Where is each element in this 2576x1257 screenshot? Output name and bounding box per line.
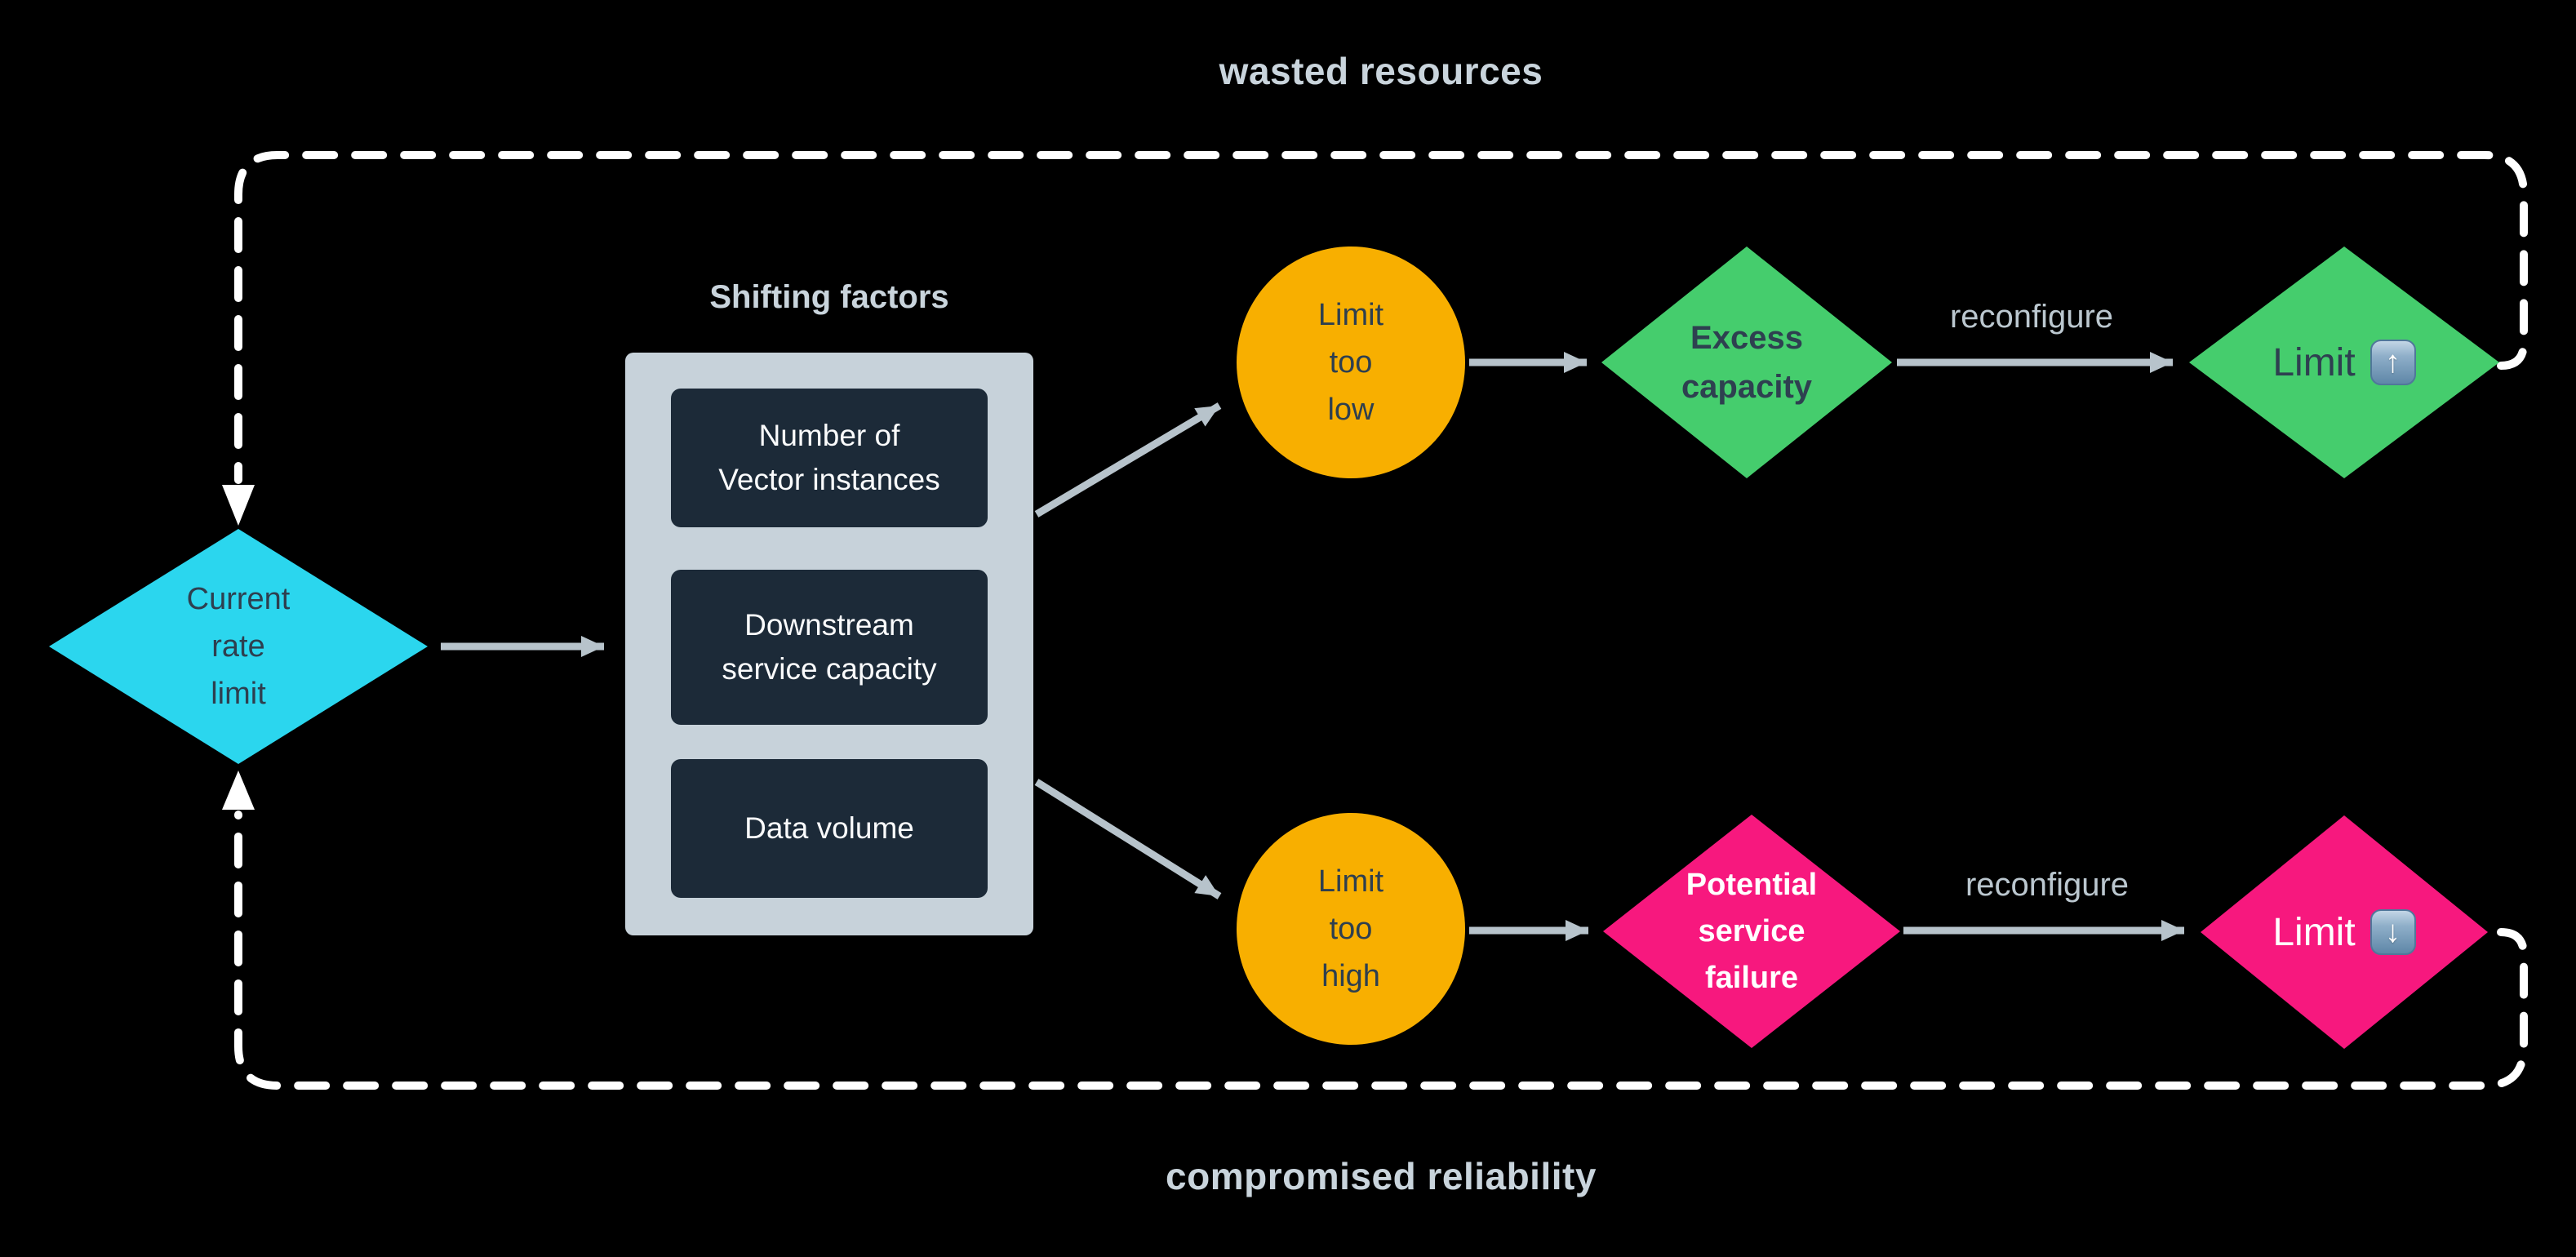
node-limit-too-high-label: Limit too high (1317, 864, 1384, 994)
factor-label: Data volume (744, 811, 914, 846)
edge-factors-to-too-low (1034, 402, 1222, 517)
node-limit-too-low: Limit too low (1237, 247, 1465, 478)
down-arrow-button-emoji-icon: ↓ (2369, 909, 2416, 955)
shifting-factors-panel: Number of Vector instances Downstream se… (625, 353, 1033, 935)
loop-arrowhead-down-icon (222, 485, 255, 526)
factor-data-volume: Data volume (671, 759, 988, 898)
dashed-loop-bottom (234, 811, 2528, 1090)
edge-label-reconfigure-bottom: reconfigure (1965, 867, 2130, 903)
edge-label-reconfigure-top: reconfigure (1949, 299, 2114, 335)
node-excess-capacity-label: Excess capacity (1681, 320, 1813, 405)
factor-label: Downstream service capacity (722, 608, 937, 686)
dashed-loop-top (234, 151, 2528, 484)
loop-arrowhead-up-icon (222, 771, 255, 810)
node-limit-too-high: Limit too high (1237, 813, 1465, 1045)
caption-wasted-resources: wasted resources (1219, 50, 1543, 92)
up-arrow-button-emoji-icon: ↑ (2369, 340, 2416, 385)
up-arrow-glyph: ↑ (2385, 345, 2401, 380)
factor-label: Number of Vector instances (718, 419, 940, 496)
shifting-factors-title: Shifting factors (709, 279, 949, 315)
down-arrow-glyph: ↓ (2385, 915, 2401, 949)
node-limit-down-label: Limit (2272, 910, 2356, 954)
factor-number-of-vector-instances: Number of Vector instances (671, 389, 988, 527)
edge-factors-to-too-high (1034, 779, 1222, 899)
node-current-rate-limit-label: Current rate limit (186, 581, 291, 712)
node-potential-service-failure-label: Potential service failure (1686, 867, 1818, 995)
factor-downstream-service-capacity: Downstream service capacity (671, 570, 988, 725)
node-limit-too-low-label: Limit too low (1317, 297, 1384, 428)
node-limit-up-label: Limit (2272, 340, 2356, 384)
caption-compromised-reliability: compromised reliability (1166, 1155, 1597, 1197)
